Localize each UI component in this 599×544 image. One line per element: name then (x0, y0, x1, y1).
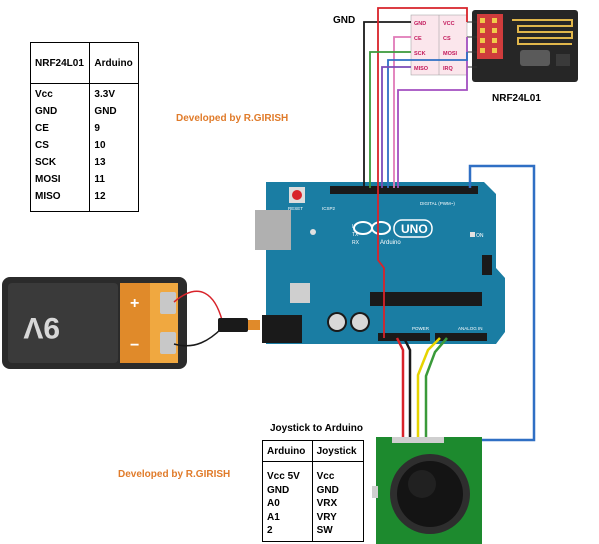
joystick-pin: SW (316, 525, 333, 536)
joystick-pin: VRY (316, 511, 337, 523)
nrf-header: NRF24L01 (29, 42, 91, 84)
board-logo: UNO (401, 222, 428, 236)
nrf-pin-column: Vcc GND CE CS SCK MOSI MISO (29, 83, 91, 212)
arduino-pin: GND (94, 106, 117, 117)
joystick-module (372, 437, 482, 544)
module-pin-label: CE (414, 36, 422, 42)
nrf24l01-module (472, 10, 578, 82)
power-jack (262, 315, 302, 343)
battery-red-wire (173, 290, 223, 321)
nrf-pin-table: NRF24L01 Arduino Vcc GND CE CS SCK MOSI … (29, 42, 139, 212)
capacitor (352, 314, 368, 330)
icsp-header (482, 255, 492, 275)
joystick-title: Joystick to Arduino (270, 423, 363, 434)
board-reset-label: RESET (288, 206, 303, 211)
digital-header (330, 186, 478, 194)
module-pin-label: VCC (443, 21, 455, 27)
module-pin-labels: GND CE SCK MISO VCC CS MOSI IRQ (410, 14, 477, 76)
arduino-pin-column: 3.3V GND 9 10 13 11 12 (89, 83, 139, 212)
arduino-pin: 2 (267, 525, 273, 536)
board-tx: TX (352, 232, 359, 238)
capacitor (329, 314, 345, 330)
module-pin-label: CS (443, 36, 451, 42)
credit-bottom: Developed by R.GIRISH (118, 469, 231, 480)
board-brand: Arduino (380, 240, 401, 246)
nrf-vcc-wire (377, 7, 468, 188)
power-header (378, 333, 430, 341)
joystick-pin-column: Vcc GND VRX VRY SW (311, 461, 365, 542)
nrf-pin: CE (35, 123, 49, 134)
gnd-label: GND (333, 15, 356, 26)
joystick-pin: GND (316, 484, 339, 496)
joystick-pin-table: Arduino Joystick Vcc 5V GND A0 A1 2 Vcc … (262, 440, 365, 542)
board-icsp-label: ICSP2 (322, 206, 336, 211)
microcontroller-chip (370, 292, 482, 306)
arduino-pin: 3.3V (94, 89, 115, 100)
joystick-pin: Vcc (316, 471, 335, 482)
nrf-pin: CS (35, 140, 49, 151)
nrf-wires (363, 7, 468, 338)
arduino-pin: 13 (94, 157, 106, 168)
arduino-pin: GND (267, 484, 290, 496)
arduino-pin: Vcc 5V (267, 471, 300, 482)
nrf-pin: SCK (35, 157, 57, 168)
board-digital-label: DIGITAL (PWM~) (420, 201, 455, 206)
joystick-pin: VRX (316, 498, 338, 509)
arduino-pin: A1 (267, 511, 280, 523)
arduino-board: RESET ICSP2 DIGITAL (PWM~) UNO Arduino T… (255, 182, 505, 344)
board-on: ON (476, 233, 484, 239)
module-pin-label: GND (414, 21, 426, 27)
arduino-pin: 11 (94, 174, 105, 185)
arduino-pin: 10 (94, 140, 106, 151)
joystick-wires (395, 164, 536, 442)
board-power-label: POWER (412, 326, 430, 331)
module-caption: NRF24L01 (492, 93, 541, 104)
nrf-pin: Vcc (35, 89, 53, 100)
board-analog-label: ANALOG IN (458, 326, 483, 331)
module-pin-label: MOSI (443, 51, 458, 57)
nrf-pin: GND (35, 106, 58, 117)
barrel-plug (218, 318, 260, 332)
usb-port (255, 210, 291, 250)
board-l: L (352, 224, 355, 230)
board-rx: RX (352, 240, 360, 246)
battery-9v: 9V + − (2, 277, 187, 369)
battery-label: 9V (23, 311, 60, 344)
module-pin-label: IRQ (443, 66, 454, 72)
battery-plus: + (130, 295, 139, 312)
credit-top: Developed by R.GIRISH (176, 113, 289, 124)
analog-header (435, 333, 487, 341)
arduino-pin: 12 (94, 191, 106, 202)
module-pin-label: SCK (414, 51, 426, 57)
arduino-pin: 9 (94, 123, 100, 134)
reset-button (292, 190, 302, 200)
arduino-pin-column: Vcc 5V GND A0 A1 2 (262, 461, 313, 542)
arduino-pin: A0 (267, 498, 280, 509)
battery-minus: − (130, 337, 139, 354)
nrf-pin: MISO (35, 191, 61, 202)
module-pin-label: MISO (414, 66, 429, 72)
nrf-pin: MOSI (35, 174, 61, 185)
